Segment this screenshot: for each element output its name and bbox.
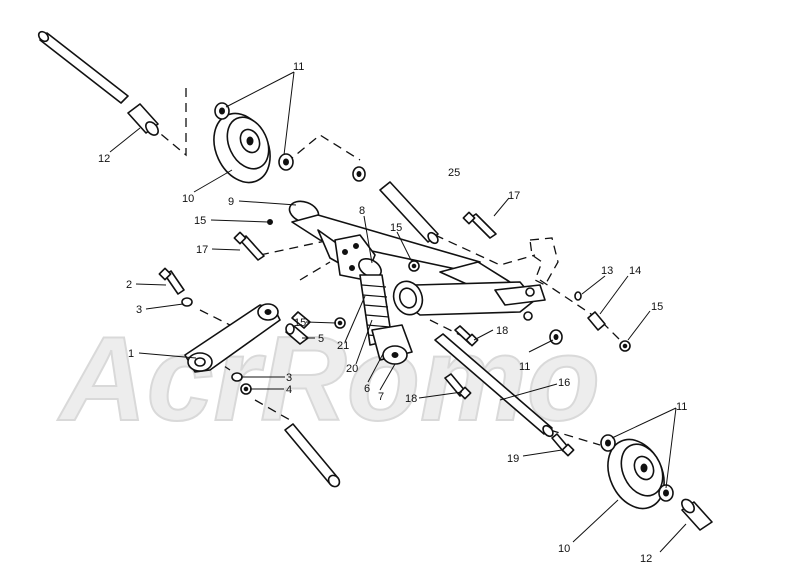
callout-15: 15 bbox=[390, 222, 402, 234]
mount-bracket bbox=[529, 237, 559, 286]
washer-3-lower bbox=[231, 372, 243, 382]
callout-15: 15 bbox=[194, 215, 206, 227]
callout-19: 19 bbox=[507, 453, 519, 465]
callout-9: 9 bbox=[228, 196, 234, 208]
shock-spring bbox=[358, 258, 413, 365]
callout-10: 10 bbox=[182, 193, 194, 205]
callout-13: 13 bbox=[601, 265, 613, 277]
callout-10: 10 bbox=[558, 543, 570, 555]
callout-6: 6 bbox=[364, 383, 370, 395]
callout-15: 15 bbox=[294, 317, 306, 329]
callout-18: 18 bbox=[405, 393, 417, 405]
callout-11: 11 bbox=[676, 401, 687, 413]
callout-7: 7 bbox=[378, 391, 384, 403]
callout-4: 4 bbox=[286, 384, 292, 396]
callout-14: 14 bbox=[629, 265, 641, 277]
watermark-logo: AcrRomo bbox=[57, 312, 600, 446]
washer-3-upper bbox=[181, 297, 193, 307]
nut-15-left bbox=[334, 317, 346, 329]
callout-11: 11 bbox=[293, 61, 304, 73]
rear-arm-assembly bbox=[392, 280, 546, 321]
callout-labels: 11 12 10 25 9 17 15 8 15 17 2 3 13 14 15… bbox=[98, 61, 687, 565]
front-arm-9 bbox=[288, 200, 511, 291]
upper-axle bbox=[37, 30, 129, 104]
callout-8: 8 bbox=[359, 205, 365, 217]
bolt-17-right bbox=[462, 211, 497, 239]
upper-rod bbox=[379, 181, 439, 245]
rear-axle-16 bbox=[434, 333, 554, 438]
callout-21: 21 bbox=[337, 340, 349, 352]
washer-11-c-hole bbox=[605, 439, 611, 447]
callout-17: 17 bbox=[196, 244, 208, 256]
nut-15-right bbox=[619, 340, 631, 352]
callout-17: 17 bbox=[508, 190, 520, 202]
pin-13 bbox=[574, 291, 582, 301]
bolt-19 bbox=[551, 433, 575, 457]
washer-upper-center-hole bbox=[356, 171, 362, 177]
nut-15-small bbox=[267, 219, 273, 225]
spacer-12-lower bbox=[681, 498, 713, 531]
bushing-14 bbox=[587, 311, 606, 331]
callout-2: 2 bbox=[126, 279, 132, 291]
callout-11: 11 bbox=[519, 361, 530, 373]
idler-wheel-lower bbox=[607, 438, 665, 510]
callout-3: 3 bbox=[286, 372, 292, 384]
callout-3: 3 bbox=[136, 304, 142, 316]
callout-12: 12 bbox=[98, 153, 110, 165]
leader-lines bbox=[109, 71, 687, 553]
callout-18: 18 bbox=[496, 325, 508, 337]
washer-11-mid-hole bbox=[553, 334, 559, 340]
bolt-17-left bbox=[233, 231, 265, 261]
spacer-12-upper bbox=[127, 103, 159, 136]
callout-15: 15 bbox=[651, 301, 663, 313]
washer-11-b-hole bbox=[283, 158, 289, 166]
idler-wheel-upper bbox=[213, 112, 271, 184]
callout-5: 5 bbox=[318, 333, 324, 345]
lower-left-axle bbox=[284, 423, 341, 488]
nut-4 bbox=[240, 383, 252, 395]
nut-15-mid bbox=[408, 260, 420, 272]
bolt-18-low bbox=[444, 373, 472, 400]
callout-1: 1 bbox=[128, 348, 134, 360]
callout-25: 25 bbox=[448, 167, 460, 179]
washer-11-d-hole bbox=[663, 489, 669, 497]
callout-16: 16 bbox=[558, 377, 570, 389]
washer-11-a-hole bbox=[219, 107, 225, 115]
callout-12: 12 bbox=[640, 553, 652, 565]
callout-20: 20 bbox=[346, 363, 358, 375]
bolt-2 bbox=[158, 267, 185, 295]
